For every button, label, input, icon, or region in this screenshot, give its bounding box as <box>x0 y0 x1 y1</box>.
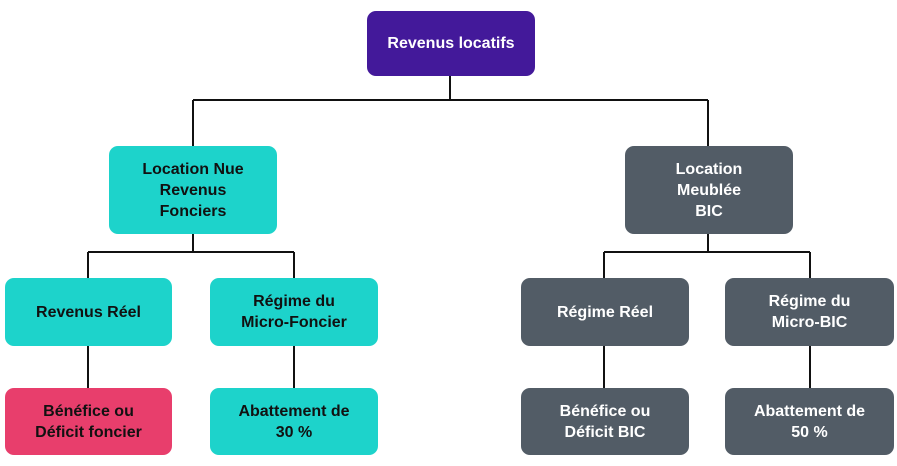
node-deficit-foncier: Bénéfice ou Déficit foncier <box>5 388 172 455</box>
node-abattement-30: Abattement de 30 % <box>210 388 378 455</box>
root-node-revenus-locatifs: Revenus locatifs <box>367 11 535 76</box>
node-micro-foncier: Régime du Micro-Foncier <box>210 278 378 346</box>
node-deficit-bic: Bénéfice ou Déficit BIC <box>521 388 689 455</box>
root-node-label: Revenus locatifs <box>387 35 515 52</box>
node-micro-bic: Régime du Micro-BIC <box>725 278 894 346</box>
node-abattement-30-label: Abattement de 30 % <box>238 402 350 441</box>
node-location-nue: Location Nue Revenus Fonciers <box>109 146 277 234</box>
node-abattement-50-label: Abattement de 50 % <box>753 402 866 441</box>
node-location-meublee-label: Location Meublée BIC <box>675 160 743 220</box>
node-regime-reel: Régime Réel <box>521 278 689 346</box>
node-micro-foncier-label: Régime du Micro-Foncier <box>241 293 347 331</box>
node-deficit-bic-label: Bénéfice ou Déficit BIC <box>559 402 651 441</box>
node-revenus-reel-label: Revenus Réel <box>36 303 141 321</box>
node-revenus-reel: Revenus Réel <box>5 278 172 346</box>
node-regime-reel-label: Régime Réel <box>556 303 654 321</box>
node-micro-bic-label: Régime du Micro-BIC <box>768 293 851 331</box>
node-location-nue-label: Location Nue Revenus Fonciers <box>142 160 244 220</box>
node-abattement-50: Abattement de 50 % <box>725 388 894 455</box>
node-location-meublee: Location Meublée BIC <box>625 146 793 234</box>
node-deficit-foncier-label: Bénéfice ou Déficit foncier <box>35 402 142 441</box>
